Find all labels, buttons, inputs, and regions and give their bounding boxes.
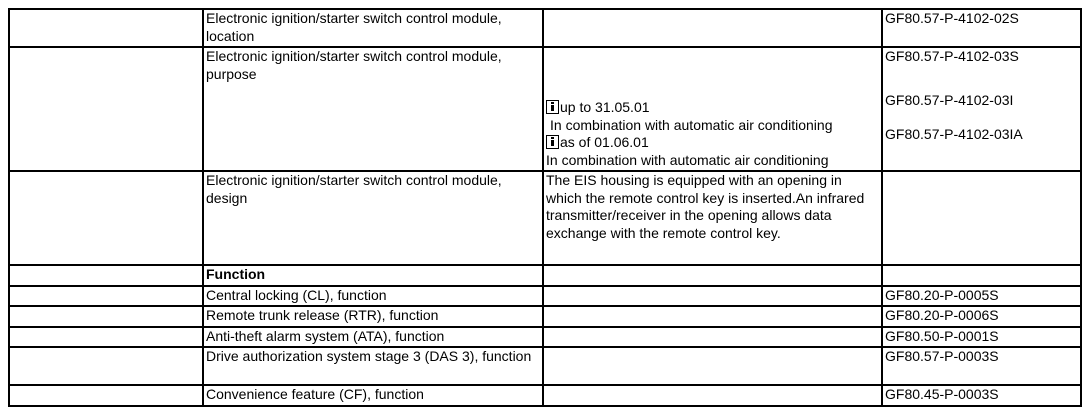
document-code-link[interactable]: GF80.57-P-4102-03IA	[885, 126, 1023, 142]
table-row: Convenience feature (CF), function GF80.…	[8, 384, 1082, 407]
row-description: The EIS housing is equipped with an open…	[542, 170, 883, 266]
table-cell-empty	[8, 46, 204, 172]
table-cell-empty	[8, 384, 204, 407]
note-line: up to 31.05.01	[546, 99, 880, 117]
row-title: Electronic ignition/starter switch contr…	[202, 46, 544, 172]
table-row: Function	[8, 264, 1082, 287]
validity-notes: up to 31.05.01 In combination with autom…	[542, 46, 883, 172]
table-cell-empty	[542, 346, 883, 386]
row-title: Electronic ignition/starter switch contr…	[202, 170, 544, 266]
table-cell-empty	[542, 325, 883, 348]
document-code-link[interactable]: GF80.20-P-0005S	[881, 284, 1082, 307]
table-cell-empty	[8, 170, 204, 266]
note-line: as of 01.06.01	[546, 134, 880, 152]
info-icon	[546, 135, 559, 149]
row-title: Convenience feature (CF), function	[202, 384, 544, 407]
document-code-link[interactable]: GF80.45-P-0003S	[881, 384, 1082, 407]
row-title: Remote trunk release (RTR), function	[202, 305, 544, 328]
table-cell-empty	[8, 325, 204, 348]
row-title: Anti-theft alarm system (ATA), function	[202, 325, 544, 348]
table-cell-empty	[542, 284, 883, 307]
document-codes: GF80.57-P-4102-03S GF80.57-P-4102-03I GF…	[881, 46, 1082, 172]
note-date: as of 01.06.01	[560, 134, 649, 150]
table-row: Anti-theft alarm system (ATA), function …	[8, 325, 1082, 348]
table-cell-empty	[542, 8, 883, 48]
table-cell-empty	[881, 264, 1082, 287]
table-cell-empty	[8, 346, 204, 386]
table-cell-empty	[542, 384, 883, 407]
row-title: Electronic ignition/starter switch contr…	[202, 8, 544, 48]
table-cell-empty	[542, 264, 883, 287]
document-code-link[interactable]: GF80.50-P-0001S	[881, 325, 1082, 348]
table-cell-empty	[8, 8, 204, 48]
row-title: Drive authorization system stage 3 (DAS …	[202, 346, 544, 386]
component-reference-table: Electronic ignition/starter switch contr…	[8, 8, 1082, 407]
document-code-link[interactable]: GF80.20-P-0006S	[881, 305, 1082, 328]
table-cell-empty	[542, 305, 883, 328]
document-code-link[interactable]: GF80.57-P-0003S	[881, 346, 1082, 386]
table-cell-empty	[881, 170, 1082, 266]
table-row: Remote trunk release (RTR), function GF8…	[8, 305, 1082, 328]
table-row: Electronic ignition/starter switch contr…	[8, 46, 1082, 172]
note-date: up to 31.05.01	[560, 99, 650, 115]
table-cell-empty	[8, 284, 204, 307]
table-row: Central locking (CL), function GF80.20-P…	[8, 284, 1082, 307]
table-row: Electronic ignition/starter switch contr…	[8, 170, 1082, 266]
info-icon	[546, 100, 559, 114]
row-title: Central locking (CL), function	[202, 284, 544, 307]
section-heading: Function	[202, 264, 544, 287]
table-cell-empty	[8, 264, 204, 287]
note-text: In combination with automatic air condit…	[550, 116, 833, 133]
document-code-link[interactable]: GF80.57-P-4102-02S	[881, 8, 1082, 48]
document-code-link[interactable]: GF80.57-P-4102-03S	[885, 48, 1019, 64]
table-row: Drive authorization system stage 3 (DAS …	[8, 346, 1082, 386]
table-cell-empty	[8, 305, 204, 328]
document-table-wrapper: Electronic ignition/starter switch contr…	[8, 8, 1082, 407]
document-code-link[interactable]: GF80.57-P-4102-03I	[885, 91, 1014, 108]
table-row: Electronic ignition/starter switch contr…	[8, 8, 1082, 48]
note-text: In combination with automatic air condit…	[546, 151, 829, 168]
